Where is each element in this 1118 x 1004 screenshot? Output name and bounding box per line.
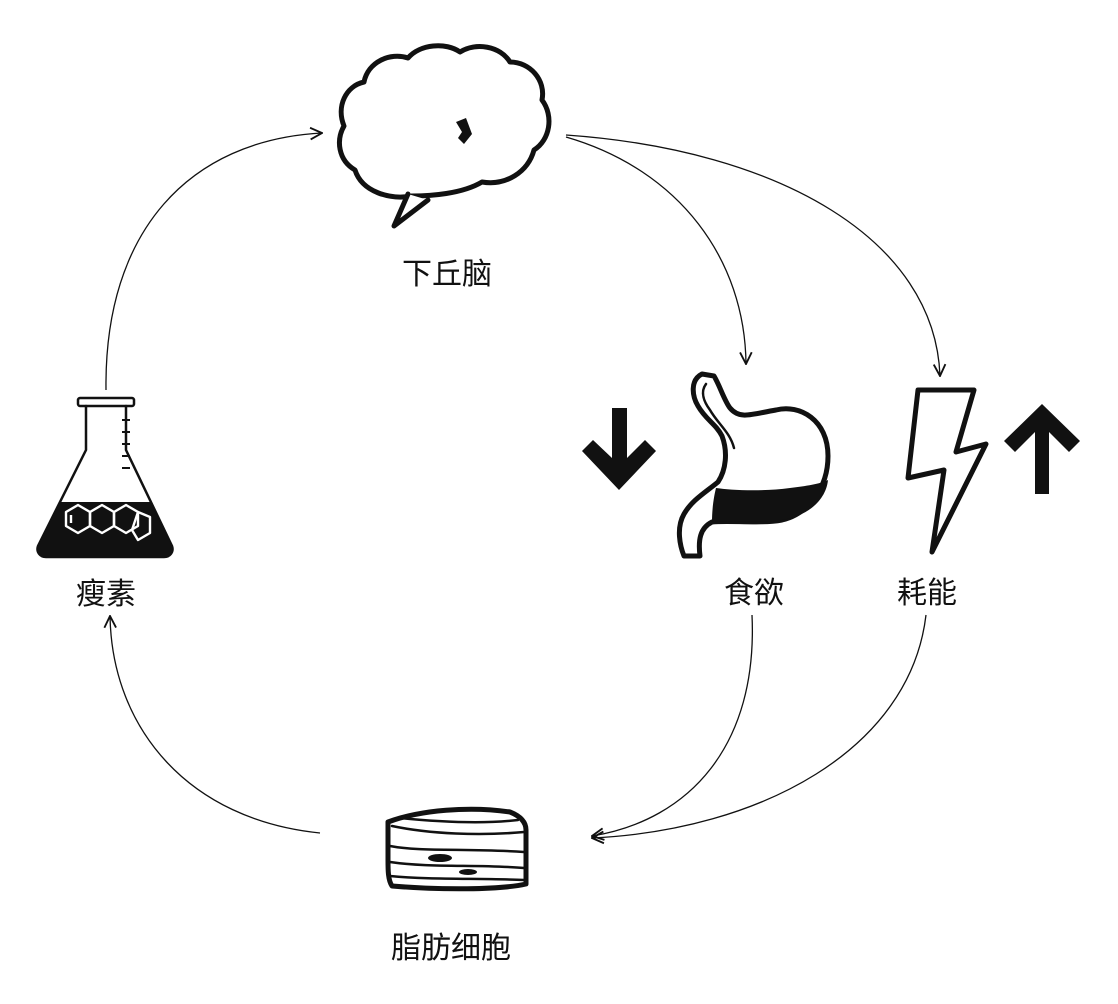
fat-tissue-icon <box>385 806 529 892</box>
edge-energy-to-fat-cells <box>592 614 927 838</box>
edge-hypothalamus-to-energy <box>565 134 940 376</box>
edge-hypothalamus-to-appetite <box>565 136 746 364</box>
stomach-icon <box>676 371 831 559</box>
edge-fat-cells-to-leptin <box>110 616 321 834</box>
label-appetite: 食欲 <box>724 576 784 611</box>
lightning-icon <box>905 387 989 555</box>
node-leptin: 瘦素 <box>36 396 174 612</box>
arrow-down-icon <box>582 408 656 490</box>
node-energy: 耗能 <box>897 387 1080 611</box>
node-appetite: 食欲 <box>582 371 831 611</box>
edges <box>106 133 940 838</box>
edge-leptin-to-hypothalamus <box>105 133 322 391</box>
node-fat-cells: 脂肪细胞 <box>385 806 529 966</box>
label-leptin: 瘦素 <box>76 577 136 612</box>
label-fat-cells: 脂肪细胞 <box>391 931 511 966</box>
edge-appetite-to-fat-cells <box>592 614 753 836</box>
arrow-up-icon <box>1004 404 1080 494</box>
label-energy: 耗能 <box>897 576 957 611</box>
brain-icon <box>336 43 552 229</box>
node-hypothalamus: 下丘脑 <box>336 43 552 292</box>
flask-icon <box>36 396 174 559</box>
label-hypothalamus: 下丘脑 <box>402 257 492 292</box>
